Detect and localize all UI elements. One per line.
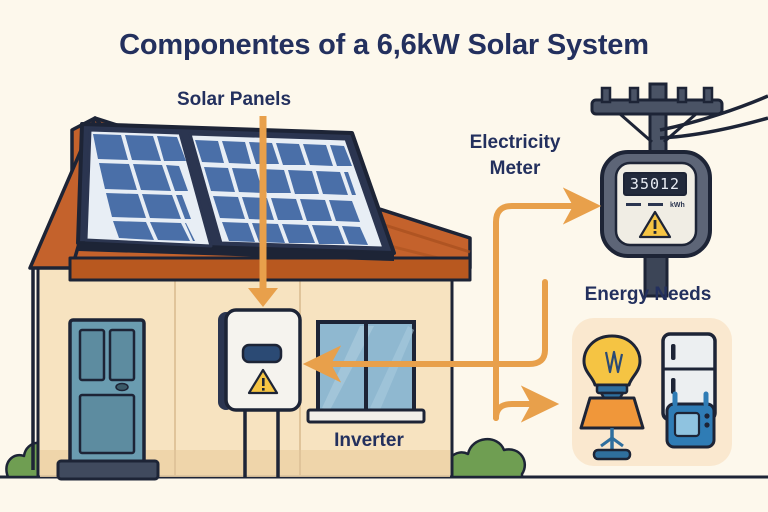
inverter-unit[interactable]	[218, 308, 302, 477]
warning-triangle-icon	[247, 368, 279, 395]
house-window	[306, 320, 426, 424]
solar-panel-frame-edge	[78, 243, 394, 261]
warning-triangle-icon	[638, 210, 672, 239]
meter-lcd	[623, 172, 687, 196]
electricity-meter[interactable]: 35012 kWh	[600, 150, 712, 298]
meter-dash-2	[648, 203, 663, 206]
inverter-display[interactable]	[241, 343, 283, 364]
door-step	[56, 459, 160, 481]
label-inverter: Inverter	[334, 430, 404, 451]
door-panel-upper-left	[78, 328, 106, 382]
pole-crossarm	[590, 98, 724, 116]
flow-meter-to-house	[302, 279, 548, 383]
power-line-upper	[659, 94, 768, 132]
tv-appliance-icon	[665, 391, 716, 449]
power-line-lower	[659, 116, 768, 140]
insulator-2	[628, 86, 640, 104]
label-electricity-meter-line1: Electricity	[470, 132, 561, 153]
flow-house-to-meter	[493, 187, 602, 421]
meter-dash-1	[626, 203, 641, 206]
insulator-3	[676, 86, 688, 104]
label-solar-panels: Solar Panels	[177, 89, 291, 110]
flow-to-energy-needs	[493, 385, 560, 423]
label-energy-needs: Energy Needs	[585, 284, 712, 305]
solar-panel-array[interactable]	[76, 122, 396, 261]
meter-unit: kWh	[670, 202, 685, 209]
insulator-1	[600, 86, 612, 104]
house-door[interactable]	[56, 318, 160, 481]
insulator-4	[702, 86, 714, 104]
flow-panels-to-inverter	[248, 116, 278, 307]
door-handle-icon[interactable]	[115, 382, 129, 392]
utility-pole	[590, 82, 768, 176]
pole-brace-left	[619, 112, 653, 144]
solar-panel-left	[84, 128, 213, 248]
solar-panel-right	[188, 132, 386, 250]
door-panel-upper-right	[108, 328, 136, 382]
window-sill	[306, 408, 426, 424]
page-title: Componentes of a 6,6kW Solar System	[119, 29, 649, 61]
meter-reading: 35012	[630, 175, 680, 193]
table-lamp-icon	[579, 396, 645, 461]
label-electricity-meter-line2: Meter	[490, 158, 541, 179]
door-panel-lower	[78, 393, 136, 455]
energy-needs-panel[interactable]	[572, 318, 732, 466]
roof-fascia	[68, 256, 472, 282]
